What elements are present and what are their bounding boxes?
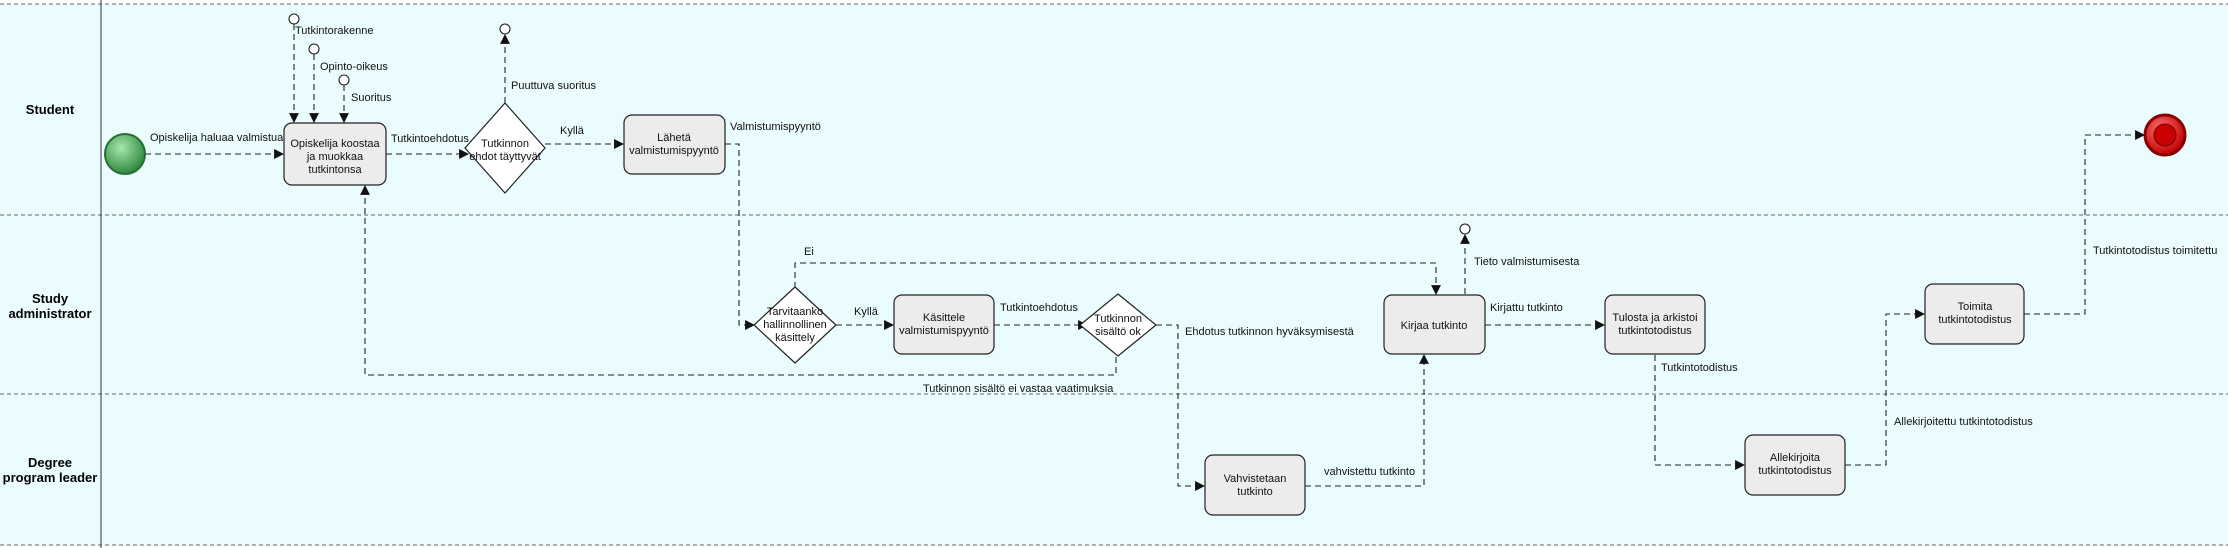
label-end-event: Tutkintotodistus toimitettu	[2093, 245, 2217, 257]
label-credits: Suoritus	[351, 92, 392, 104]
label-start-event: Opiskelija haluaa valmistua	[150, 132, 284, 144]
label-recorded: Kirjattu tutkinto	[1490, 302, 1563, 314]
label-structure: Tutkintorakenne	[295, 25, 373, 37]
label-proposal-1: Tutkintoehdotus	[391, 133, 469, 145]
label-certificate: Tutkintotodistus	[1661, 362, 1738, 374]
flow-deliver-to-end	[2024, 130, 2145, 315]
label-yes-2: Kyllä	[854, 306, 879, 318]
svg-text:Kirjaa tutkinto: Kirjaa tutkinto	[1401, 320, 1468, 332]
lane-degree-program-leader	[0, 394, 2228, 545]
label-request: Valmistumispyyntö	[730, 121, 821, 133]
flow-print-to-sign	[1654, 355, 1745, 470]
flow-content-not-ok-to-compile	[360, 185, 1117, 376]
label-graduation-info: Tieto valmistumisesta	[1474, 256, 1580, 268]
lane-label-student: Student	[26, 102, 75, 117]
message-circle	[308, 43, 320, 55]
label-not-meeting: Tutkinnon sisältö ei vastaa vaatimuksia	[923, 383, 1114, 395]
message-circle	[338, 74, 350, 86]
label-approval: Ehdotus tutkinnon hyväksymisestä	[1185, 326, 1355, 338]
start-event[interactable]	[104, 133, 146, 175]
message-circle	[288, 13, 300, 25]
label-confirmed: vahvistettu tutkinto	[1324, 466, 1415, 478]
task-record-degree[interactable]: Kirjaa tutkinto	[1383, 294, 1486, 355]
message-circle	[499, 23, 511, 35]
end-event[interactable]	[2143, 113, 2187, 157]
flow-content-ok-to-confirm	[1156, 324, 1205, 491]
flow-no-to-record	[794, 262, 1441, 295]
flow-send-to-admin-gateway	[725, 143, 755, 330]
label-signed: Allekirjoitettu tutkintotodistus	[1894, 416, 2033, 428]
label-right: Opinto-oikeus	[320, 61, 388, 73]
label-no: Ei	[804, 246, 814, 258]
message-circle	[1459, 223, 1471, 235]
label-missing: Puuttuva suoritus	[511, 80, 596, 92]
label-proposal-2: Tutkintoehdotus	[1000, 302, 1078, 314]
flow-sign-to-deliver	[1845, 309, 1925, 466]
label-yes-1: Kyllä	[560, 125, 585, 137]
